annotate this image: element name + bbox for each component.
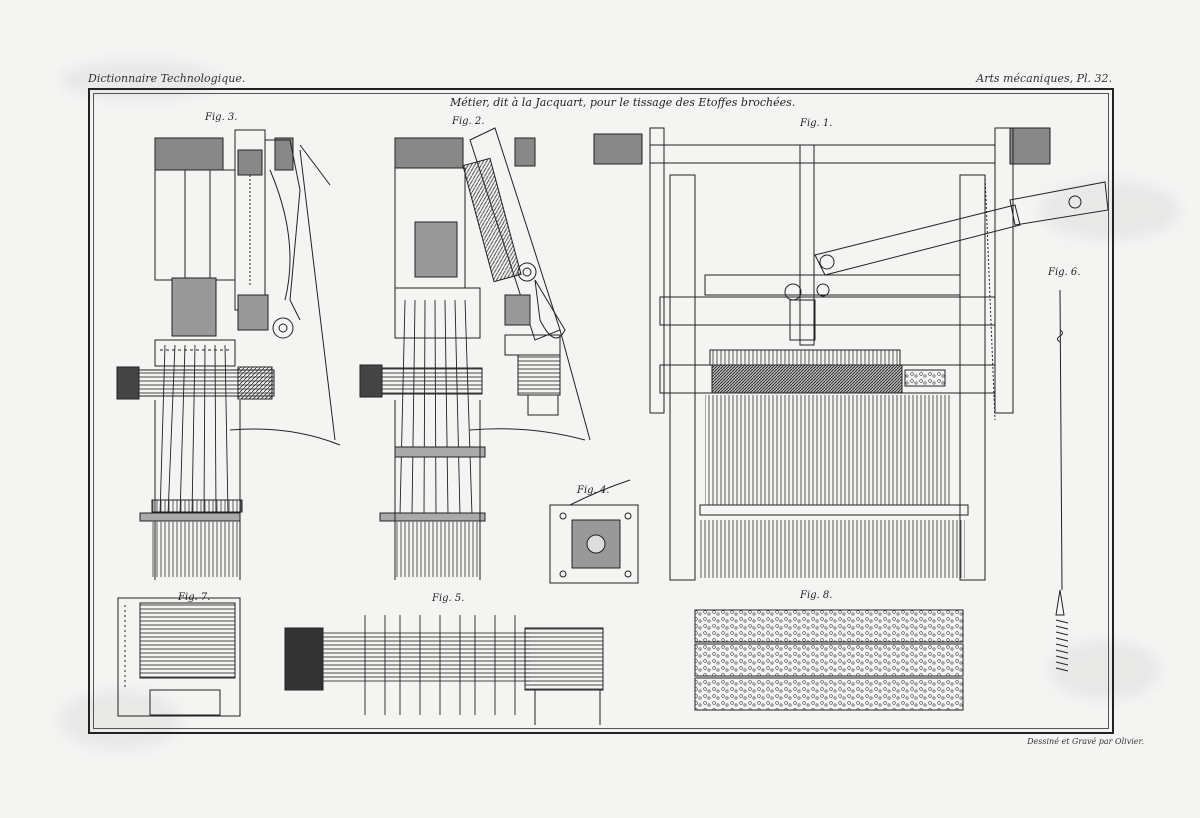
- fig6-label: Fig. 6.: [1048, 267, 1081, 278]
- fig5-drawing: [284, 615, 604, 725]
- plate-title: Métier, dit à la Jacquart, pour le tissa…: [450, 96, 796, 109]
- fig4-label: Fig. 4.: [577, 485, 610, 496]
- inner-frame: [93, 93, 1109, 729]
- header-left: Dictionnaire Technologique.: [88, 72, 246, 85]
- fig4-drawing: [549, 479, 639, 584]
- header-right: Arts mécaniques, Pl. 32.: [976, 72, 1112, 85]
- fig8-label: Fig. 8.: [800, 590, 833, 601]
- fig2-drawing: [359, 127, 591, 580]
- fig7-drawing: [117, 597, 241, 717]
- fig3-label: Fig. 3.: [205, 112, 238, 123]
- fig5-label: Fig. 5.: [432, 593, 465, 604]
- fig6-drawing: [1055, 289, 1069, 672]
- fig3-drawing: [116, 129, 341, 580]
- engraver-credit: Dessiné et Gravé par Olivier.: [1027, 737, 1144, 746]
- fig1-drawing: [593, 127, 1109, 581]
- fig8-drawing: [694, 609, 964, 711]
- fig1-label: Fig. 1.: [800, 118, 833, 129]
- fig2-label: Fig. 2.: [452, 116, 485, 127]
- outer-frame: [88, 88, 1114, 734]
